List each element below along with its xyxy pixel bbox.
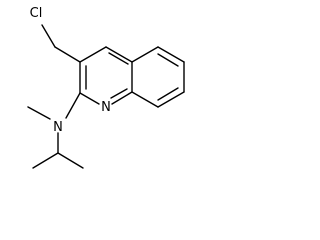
bond-c4-c4a-double: [108, 52, 129, 65]
structure-diagram: Cl N N: [27, 6, 185, 169]
bond-c8a-n1-double: [110, 88, 128, 99]
atom-chlorine-label: Cl: [30, 6, 43, 21]
bond-c4-c4a: [105, 46, 133, 63]
bond-n1-c2: [79, 92, 100, 105]
bond-c7-c8: [157, 91, 185, 108]
bond-c4a-c5: [131, 46, 159, 63]
bond-c3-c4: [79, 46, 107, 63]
bond-c7-c8-double: [157, 87, 179, 101]
bond-ch2-c3: [54, 46, 81, 63]
bond-c5-c6-double: [157, 53, 179, 67]
atom-amine-nitrogen-label: N: [53, 120, 63, 135]
bond-c8-c8a: [131, 91, 159, 108]
bond-c2-namine: [65, 92, 81, 119]
bond-c8a-n1: [111, 91, 133, 105]
bond-cl-ch2: [41, 24, 56, 48]
bond-namine-methyl: [27, 106, 51, 120]
bond-c5-c6: [157, 46, 185, 63]
bond-ch-ch3-left: [32, 152, 59, 169]
bond-ch-ch3-right: [57, 152, 84, 169]
atom-ring-nitrogen-label: N: [101, 100, 111, 115]
